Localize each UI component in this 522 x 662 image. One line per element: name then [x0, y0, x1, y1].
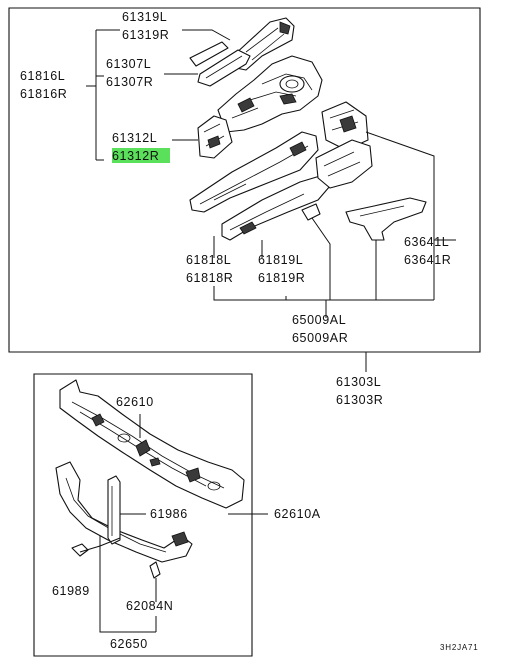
highlight-61312r [112, 148, 170, 163]
diagram-code: 3H2JA71 [440, 643, 479, 652]
label-65009al[interactable]: 65009AL [292, 313, 346, 327]
label-61816l[interactable]: 61816L [20, 69, 65, 83]
label-65009ar[interactable]: 65009AR [292, 331, 348, 345]
label-63641l[interactable]: 63641L [404, 235, 449, 249]
upper-frame [8, 7, 481, 353]
label-61307l[interactable]: 61307L [106, 57, 151, 71]
label-61303l[interactable]: 61303L [336, 375, 381, 389]
lower-frame [33, 373, 253, 657]
label-61818r[interactable]: 61818R [186, 271, 233, 285]
part-labels[interactable]: 61319L 61319R 61307L 61307R 61816L 61816… [20, 10, 451, 651]
radiator-support-assembly [55, 379, 245, 579]
label-61816r[interactable]: 61816R [20, 87, 67, 101]
label-61319r[interactable]: 61319R [122, 28, 169, 42]
label-61986[interactable]: 61986 [150, 507, 188, 521]
label-61312l[interactable]: 61312L [112, 131, 157, 145]
label-61819r[interactable]: 61819R [258, 271, 305, 285]
label-63641r[interactable]: 63641R [404, 253, 451, 267]
label-61818l[interactable]: 61818L [186, 253, 231, 267]
label-61312r[interactable]: 61312R [112, 149, 159, 163]
label-61319l[interactable]: 61319L [122, 10, 167, 24]
label-61819l[interactable]: 61819L [258, 253, 303, 267]
label-61303r[interactable]: 61303R [336, 393, 383, 407]
label-61989[interactable]: 61989 [52, 584, 90, 598]
front-side-member-assembly [189, 17, 427, 241]
label-61307r[interactable]: 61307R [106, 75, 153, 89]
leader-lines [79, 29, 456, 633]
label-62084n[interactable]: 62084N [126, 599, 173, 613]
label-62610a[interactable]: 62610A [274, 507, 321, 521]
label-62610[interactable]: 62610 [116, 395, 154, 409]
label-62650[interactable]: 62650 [110, 637, 148, 651]
